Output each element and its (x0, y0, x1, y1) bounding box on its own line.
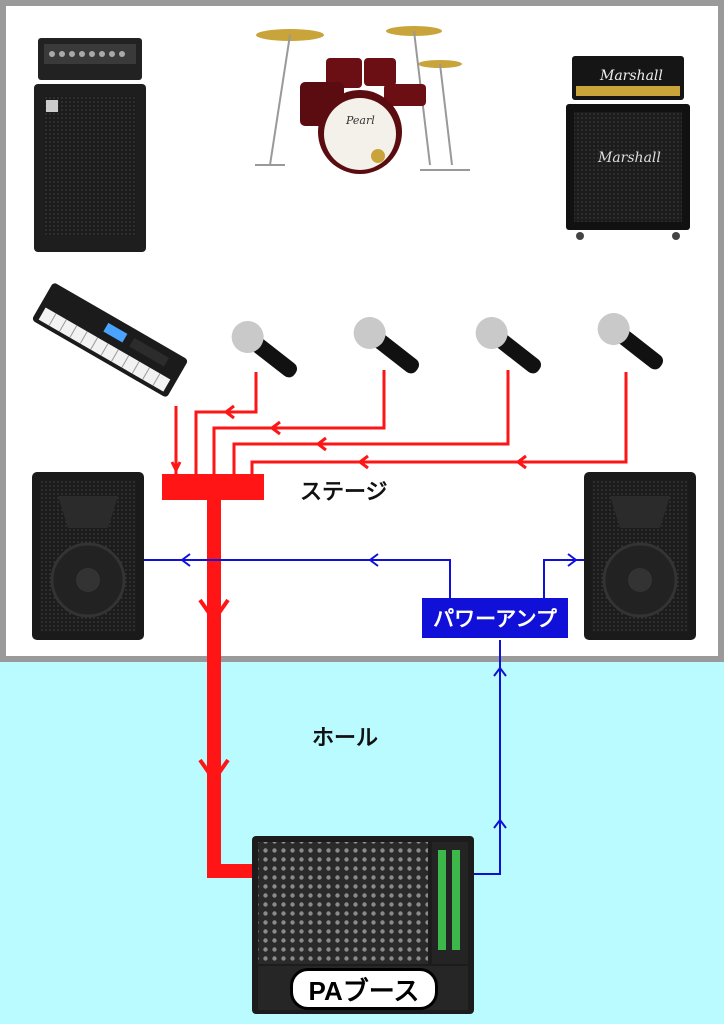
output-signal-lines (144, 553, 584, 875)
stage-label: ステージ (300, 479, 388, 504)
microphone-icon (597, 312, 664, 370)
microphone-icon (231, 320, 298, 378)
multi-cable (198, 500, 255, 878)
input-signal-lines (170, 370, 628, 474)
svg-text:Marshall: Marshall (599, 68, 663, 84)
guitar-amp-icon: Marshall Marshall (566, 56, 690, 240)
hall-label: ホール (312, 725, 379, 750)
power-amp-box: パワーアンプ (422, 598, 568, 638)
svg-text:Pearl: Pearl (345, 114, 375, 127)
stage-box (162, 474, 264, 500)
pa-booth-label: PAブース (290, 968, 438, 1010)
speaker-icon (584, 472, 696, 640)
microphone-icon (353, 316, 420, 374)
keyboard-icon (32, 283, 188, 397)
microphone-icon (475, 316, 542, 374)
speaker-icon (32, 472, 144, 640)
drum-kit-icon: Pearl (255, 26, 470, 174)
svg-text:Marshall: Marshall (597, 150, 661, 166)
bass-amp-icon (34, 38, 146, 252)
